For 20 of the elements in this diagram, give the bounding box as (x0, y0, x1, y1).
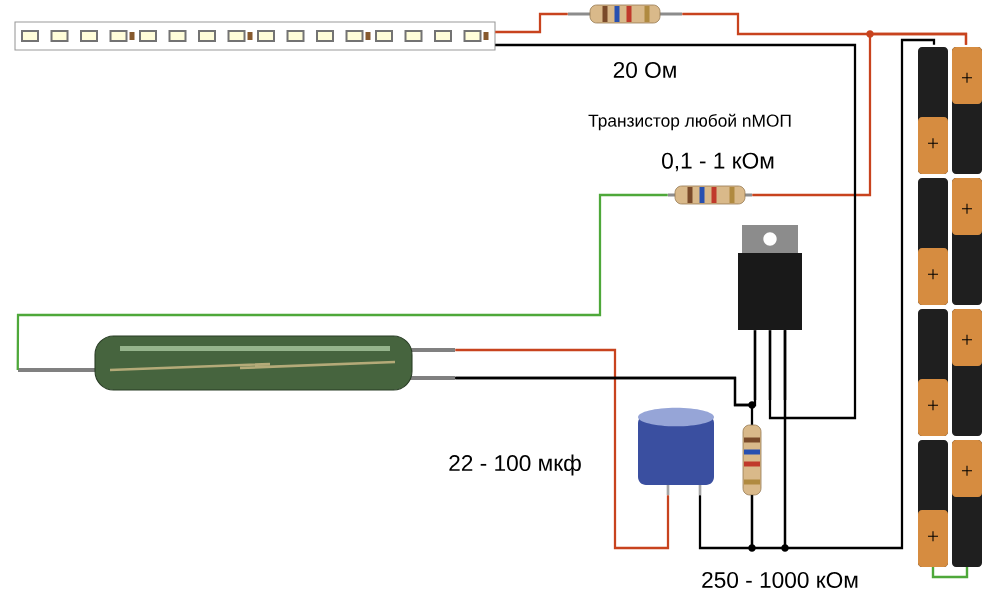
reed-switch-drawing (18, 335, 455, 391)
value-label: 0,1 - 1 кОм (662, 152, 774, 172)
battery-pack-drawing (918, 47, 982, 579)
value-label: 20 Ом (613, 61, 676, 79)
capacitor-drawing (638, 407, 714, 495)
wire (455, 348, 670, 550)
wire (455, 376, 754, 425)
transistor-drawing (738, 225, 802, 400)
wire (783, 38, 936, 550)
led-strip-drawing (14, 21, 496, 51)
resistor-drawing (568, 4, 682, 24)
wire (752, 32, 968, 197)
value-label: 22 - 100 мкф (449, 454, 581, 476)
wire (495, 12, 568, 34)
value-label: 250 - 1000 кОм (702, 571, 858, 588)
wire (495, 43, 857, 420)
wire (16, 193, 668, 370)
component-label: Транзистор любой nМОП (588, 113, 791, 131)
resistor-drawing (668, 185, 752, 205)
resistor-drawing (742, 424, 762, 496)
